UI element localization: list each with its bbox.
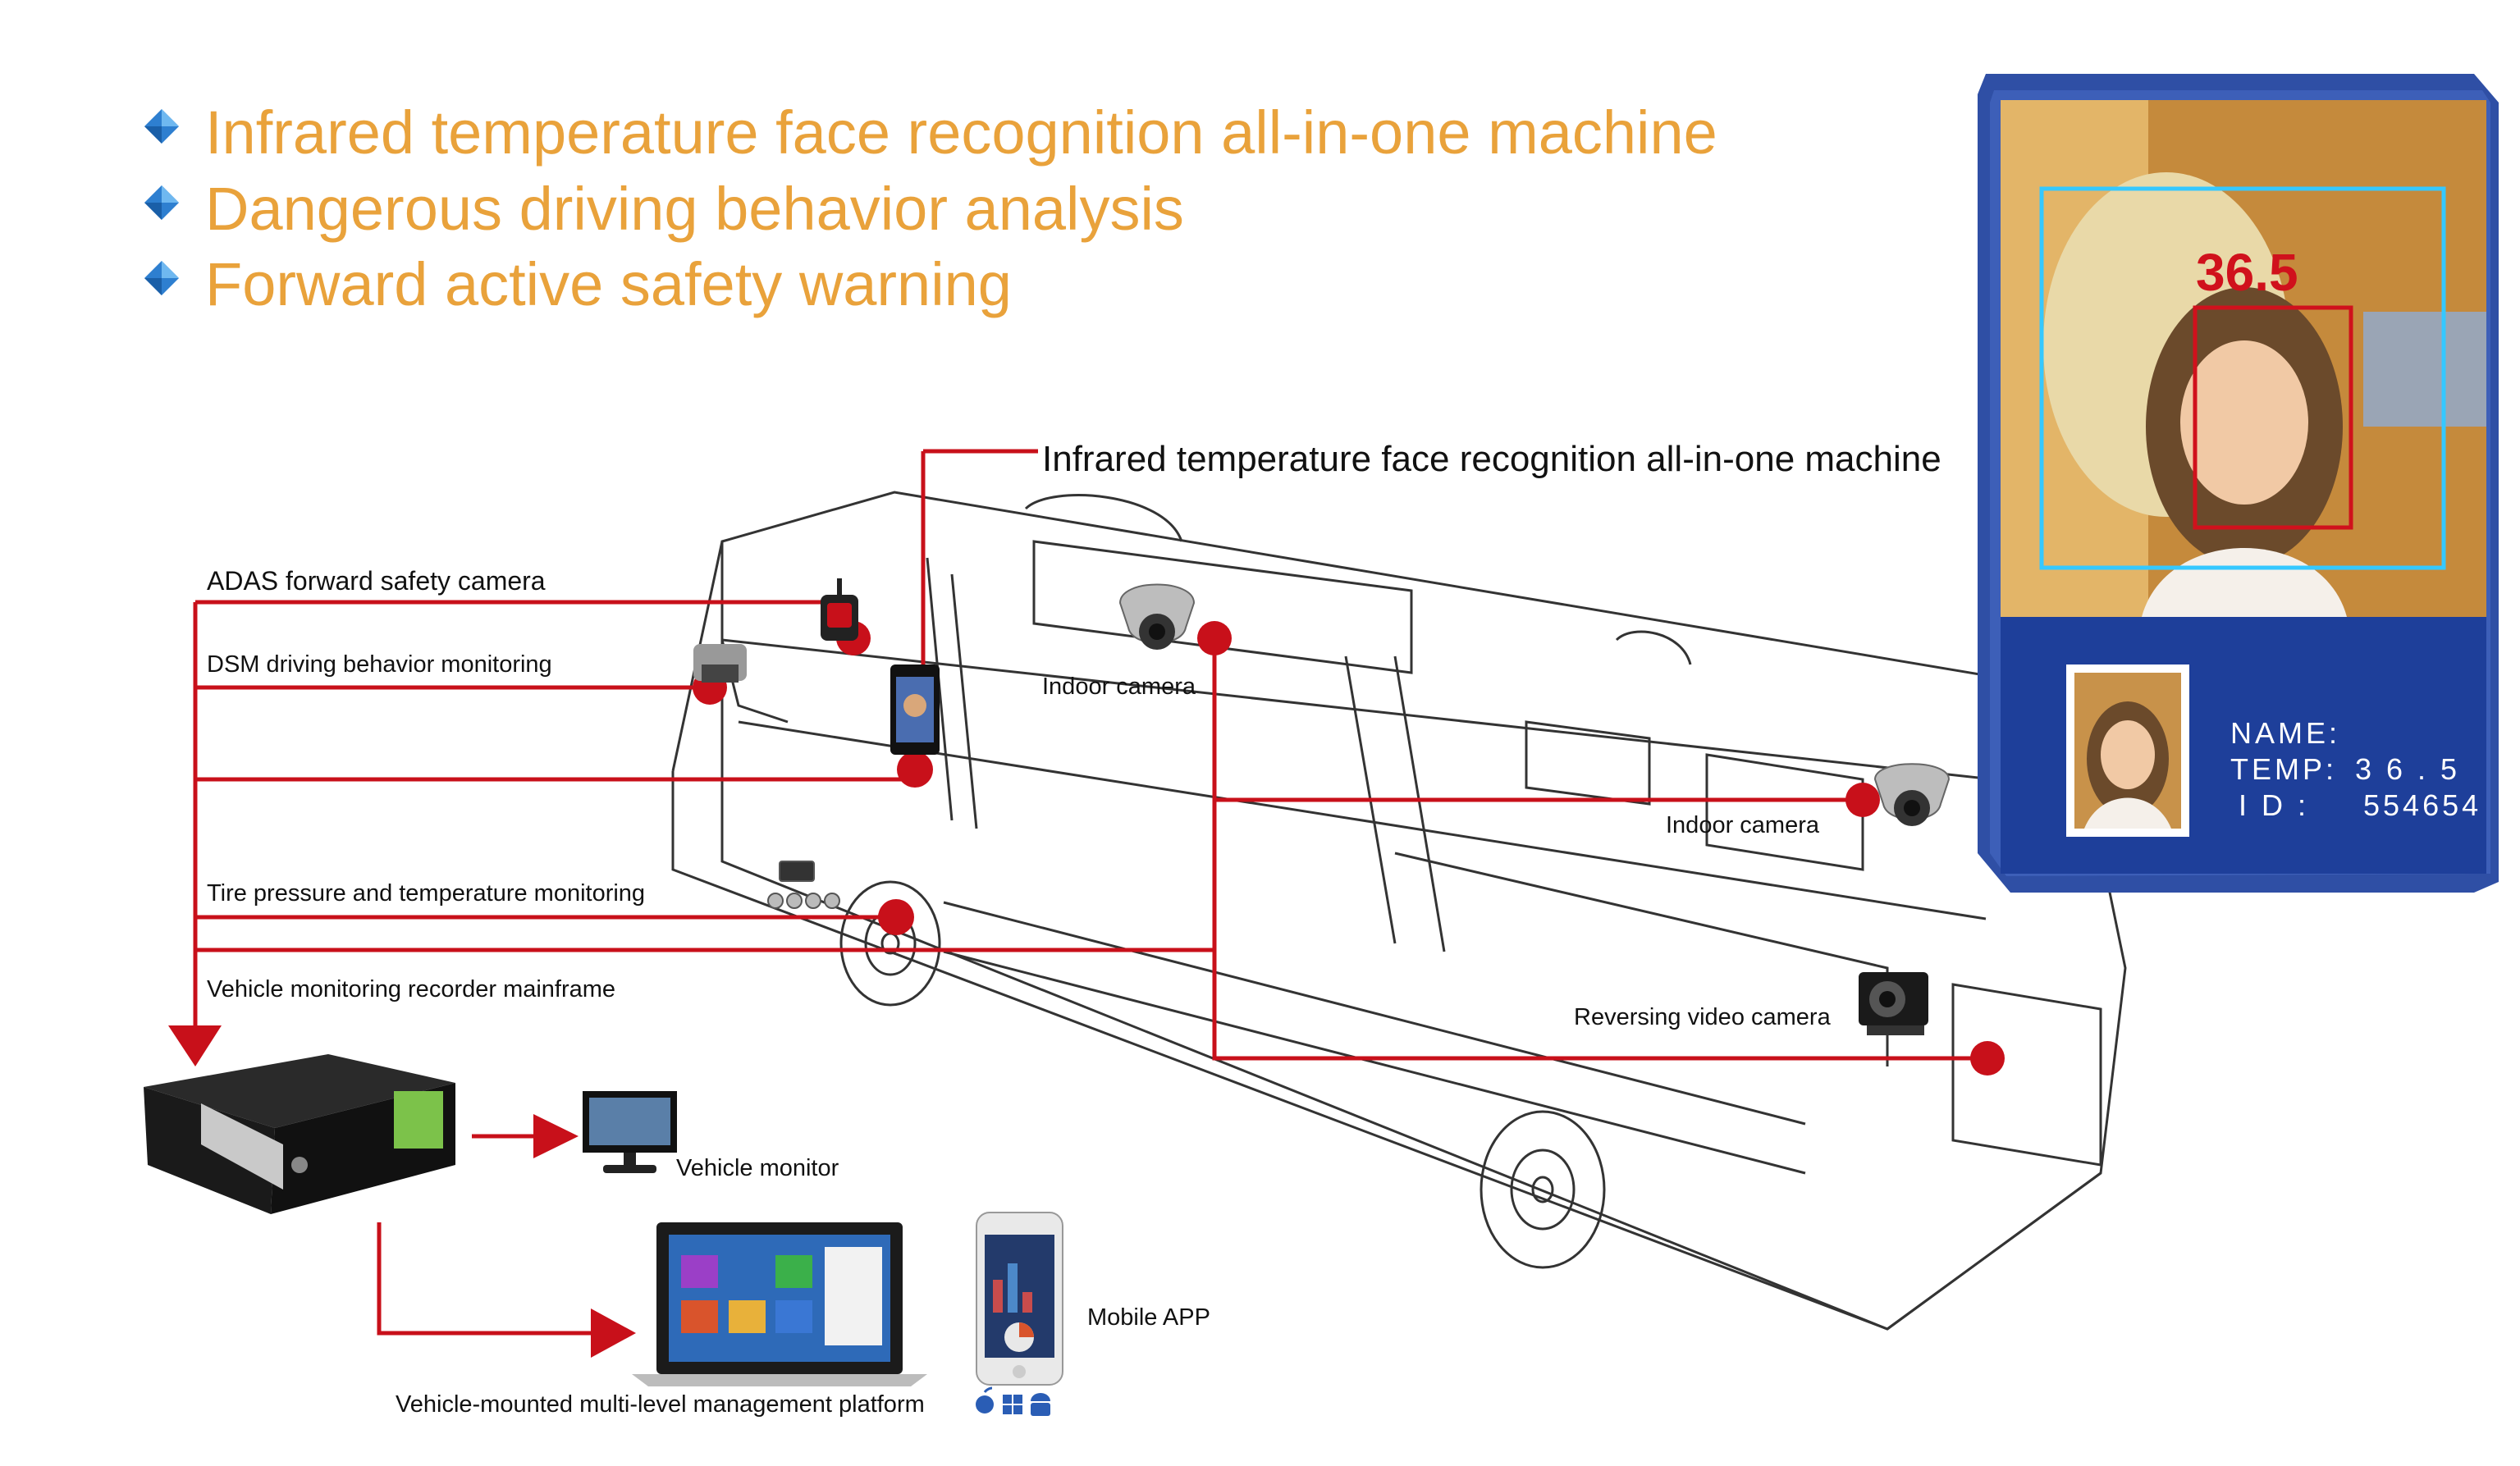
heading-2: Dangerous driving behavior analysis	[144, 175, 1184, 243]
label-adas: ADAS forward safety camera	[207, 566, 546, 596]
vehicle-monitor-device	[583, 1091, 677, 1173]
label-vehicle-monitor: Vehicle monitor	[676, 1155, 839, 1181]
temp-value: 3 6 . 5	[2355, 752, 2461, 786]
temperature-overlay: 36.5	[2196, 243, 2298, 302]
label-infrared-machine: Infrared temperature face recognition al…	[1042, 439, 1941, 479]
arrow-to-platform	[591, 1308, 636, 1358]
heading-3-text: Forward active safety warning	[205, 250, 1012, 318]
label-indoor-camera-front: Indoor camera	[1042, 674, 1196, 700]
indoor-dome-camera-rear	[1873, 763, 1951, 826]
label-reversing-camera: Reversing video camera	[1574, 1004, 1831, 1030]
recorder-mainframe	[144, 1054, 455, 1214]
label-tire-pressure: Tire pressure and temperature monitoring	[207, 880, 646, 907]
front-wheel	[839, 880, 941, 1007]
arrowheads	[168, 1025, 636, 1358]
name-label: NAME:	[2230, 716, 2341, 750]
heading-3: Forward active safety warning	[144, 250, 1012, 318]
label-mobile-app: Mobile APP	[1087, 1304, 1210, 1331]
diamond-bullet-icon	[144, 185, 179, 220]
id-value: 554654	[2363, 788, 2482, 822]
arrow-to-monitor	[533, 1114, 579, 1158]
heading-1-text: Infrared temperature face recognition al…	[205, 98, 1717, 167]
temp-label: TEMP:	[2230, 752, 2338, 786]
rear-wheel	[1480, 1110, 1606, 1269]
heading-1: Infrared temperature face recognition al…	[144, 98, 1717, 167]
label-platform: Vehicle-mounted multi-level management p…	[396, 1391, 925, 1418]
android-icon	[1031, 1393, 1050, 1416]
indoor-dome-camera-front	[1118, 583, 1196, 650]
connector-lines	[193, 449, 1978, 1336]
face-recognition-panel	[1978, 74, 2499, 893]
label-recorder: Vehicle monitoring recorder mainframe	[207, 976, 616, 1002]
id-label: I D :	[2239, 788, 2310, 822]
label-dsm: DSM driving behavior monitoring	[207, 651, 552, 678]
label-indoor-camera-rear: Indoor camera	[1666, 812, 1819, 838]
windows-icon	[1003, 1395, 1022, 1414]
apple-icon	[976, 1386, 994, 1413]
diamond-bullet-icon	[144, 109, 179, 144]
platform-icons	[976, 1386, 1050, 1416]
mobile-phone	[976, 1212, 1063, 1386]
tire-pressure-sensors	[767, 861, 840, 909]
adas-camera	[821, 578, 858, 641]
dsm-camera	[693, 644, 747, 683]
diamond-bullet-icon	[144, 261, 179, 295]
heading-2-text: Dangerous driving behavior analysis	[205, 175, 1184, 243]
reversing-camera	[1859, 972, 1928, 1035]
laptop	[632, 1222, 927, 1386]
face-recognition-tablet	[890, 664, 940, 755]
arrow-to-recorder	[168, 1025, 222, 1066]
